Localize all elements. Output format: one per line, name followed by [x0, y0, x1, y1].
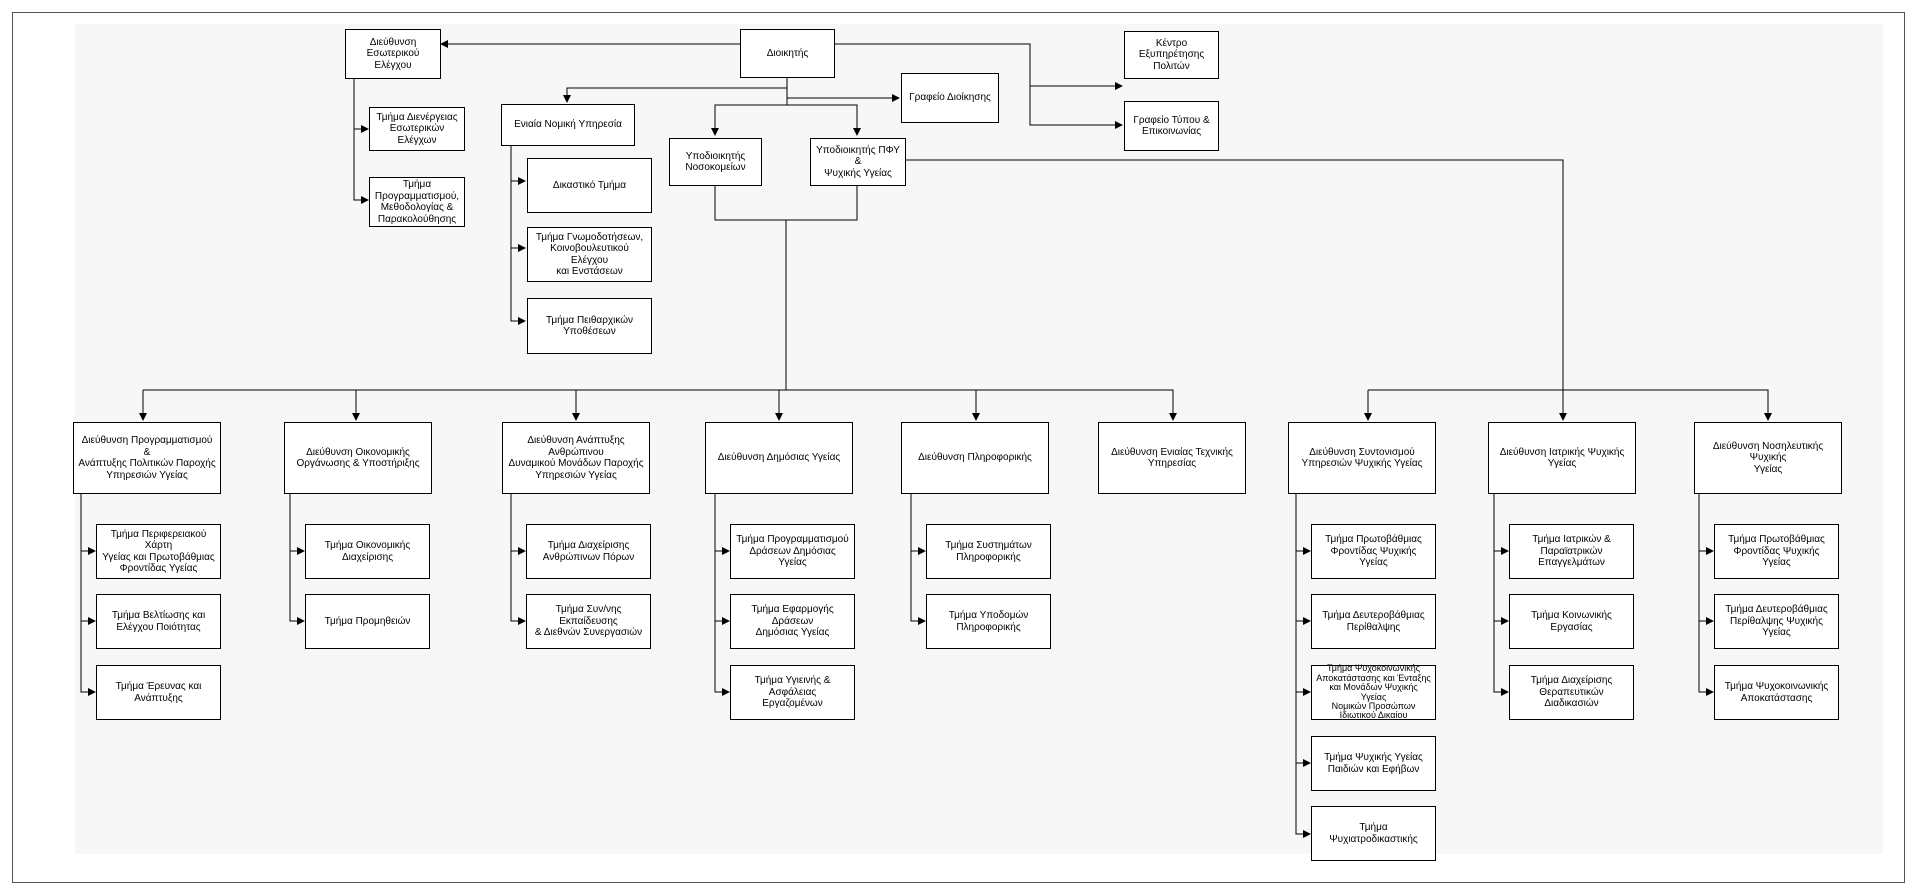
node-d-iatrikis[interactable]: Διεύθυνση Ιατρικής Ψυχικής Υγείας	[1488, 422, 1636, 494]
node-t-paidion-efivon[interactable]: Τμήμα Ψυχικής Υγείας Παιδιών και Εφήβων	[1311, 736, 1436, 791]
node-d-texnikis[interactable]: Διεύθυνση Ενιαίας Τεχνικής Υπηρεσίας	[1098, 422, 1246, 494]
node-energeias-elegxon[interactable]: Τμήμα Διενέργειας Εσωτερικών Ελέγχων	[369, 107, 465, 151]
node-ypodioikitis-pfy[interactable]: Υποδιοικητής ΠΦΥ & Ψυχικής Υγείας	[810, 138, 906, 186]
node-dikastiko[interactable]: Δικαστικό Τμήμα	[527, 158, 652, 213]
node-nomiki-ypiresia[interactable]: Ενιαία Νομική Υπηρεσία	[501, 104, 635, 146]
node-d-nosileftikis[interactable]: Διεύθυνση Νοσηλευτικής Ψυχικής Υγείας	[1694, 422, 1842, 494]
node-d-anthropinou[interactable]: Διεύθυνση Ανάπτυξης Ανθρώπινου Δυναμικού…	[502, 422, 650, 494]
node-t-veltiosis[interactable]: Τμήμα Βελτίωσης και Ελέγχου Ποιότητας	[96, 594, 221, 649]
node-t-iatrikon-epaggelmaton[interactable]: Τμήμα Ιατρικών & Παραϊατρικών Επαγγελμάτ…	[1509, 524, 1634, 579]
node-t-n-psyxokoinonikis[interactable]: Τμήμα Ψυχοκοινωνικής Αποκατάστασης	[1714, 665, 1839, 720]
node-t-oikonomikis-diaxeirisis[interactable]: Τμήμα Οικονομικής Διαχείρισης	[305, 524, 430, 579]
node-t-ekpaideusis[interactable]: Τμήμα Συν/νης Εκπαίδευσης & Διεθνών Συνε…	[526, 594, 651, 649]
node-ypodioikitis-nosokomeion[interactable]: Υποδιοικητής Νοσοκομείων	[669, 138, 762, 186]
node-t-n-defterovathmias[interactable]: Τμήμα Δευτεροβάθμιας Περίθαλψης Ψυχικής …	[1714, 594, 1839, 649]
node-t-erevnas[interactable]: Τμήμα Έρευνας και Ανάπτυξης	[96, 665, 221, 720]
node-t-n-protovathmias[interactable]: Τμήμα Πρωτοβάθμιας Φροντίδας Ψυχικής Υγε…	[1714, 524, 1839, 579]
node-peitharxikon[interactable]: Τμήμα Πειθαρχικών Υποθέσεων	[527, 298, 652, 354]
node-t-efarmogis-draseon[interactable]: Τμήμα Εφαρμογής Δράσεων Δημόσιας Υγείας	[730, 594, 855, 649]
node-kentro-eksypiretisis[interactable]: Κέντρο Εξυπηρέτησης Πολιτών	[1124, 31, 1219, 79]
node-t-defterovathmias[interactable]: Τμήμα Δευτεροβάθμιας Περίθαλψης	[1311, 594, 1436, 649]
node-d-syntonismou[interactable]: Διεύθυνση Συντονισμού Υπηρεσιών Ψυχικής …	[1288, 422, 1436, 494]
node-t-ypodomon[interactable]: Τμήμα Υποδομών Πληροφορικής	[926, 594, 1051, 649]
node-eswteriko-elegxo[interactable]: Διεύθυνση Εσωτερικού Ελέγχου	[345, 29, 441, 79]
node-t-protovathmias-psyxikis[interactable]: Τμήμα Πρωτοβάθμιας Φροντίδας Ψυχικής Υγε…	[1311, 524, 1436, 579]
node-t-psyxiatrodikastikis[interactable]: Τμήμα Ψυχιατροδικαστικής	[1311, 806, 1436, 861]
node-t-therapeftikon-diadikasion[interactable]: Τμήμα Διαχείρισης Θεραπευτικών Διαδικασι…	[1509, 665, 1634, 720]
node-d-programmatismou[interactable]: Διεύθυνση Προγραμματισμού & Ανάπτυξης Πο…	[73, 422, 221, 494]
node-grafeio-dioikisis[interactable]: Γραφείο Διοίκησης	[901, 73, 999, 123]
node-t-systimaton[interactable]: Τμήμα Συστημάτων Πληροφορικής	[926, 524, 1051, 579]
node-t-periferiakou-xarti[interactable]: Τμήμα Περιφερειακού Χάρτη Υγείας και Πρω…	[96, 524, 221, 579]
node-gnomodotiseon[interactable]: Τμήμα Γνωμοδοτήσεων, Κοινοβουλευτικού Ελ…	[527, 227, 652, 282]
node-t-promitheion[interactable]: Τμήμα Προμηθειών	[305, 594, 430, 649]
node-t-anthropinon-poron[interactable]: Τμήμα Διαχείρισης Ανθρώπινων Πόρων	[526, 524, 651, 579]
node-t-psyxokoinonikis-apokatastasis[interactable]: Τμήμα Ψυχοκοινωνικής Αποκατάστασης και Έ…	[1311, 663, 1436, 720]
node-dioikitis[interactable]: Διοικητής	[740, 29, 835, 78]
node-d-dimosias[interactable]: Διεύθυνση Δημόσιας Υγείας	[705, 422, 853, 494]
node-d-pliroforikis[interactable]: Διεύθυνση Πληροφορικής	[901, 422, 1049, 494]
diagram-frame	[12, 12, 1905, 883]
node-t-programmatismou-draseon[interactable]: Τμήμα Προγραμματισμού Δράσεων Δημόσιας Υ…	[730, 524, 855, 579]
node-grafeio-typou[interactable]: Γραφείο Τύπου & Επικοινωνίας	[1124, 101, 1219, 151]
node-t-ygieinis-asfaleias[interactable]: Τμήμα Υγιεινής & Ασφάλειας Εργαζομένων	[730, 665, 855, 720]
node-programmatismou-methodologias[interactable]: Τμήμα Προγραμματισμού, Μεθοδολογίας & Πα…	[369, 177, 465, 227]
node-d-oikonomikis[interactable]: Διεύθυνση Οικονομικής Οργάνωσης & Υποστή…	[284, 422, 432, 494]
node-t-koinonikis-ergasias[interactable]: Τμήμα Κοινωνικής Εργασίας	[1509, 594, 1634, 649]
